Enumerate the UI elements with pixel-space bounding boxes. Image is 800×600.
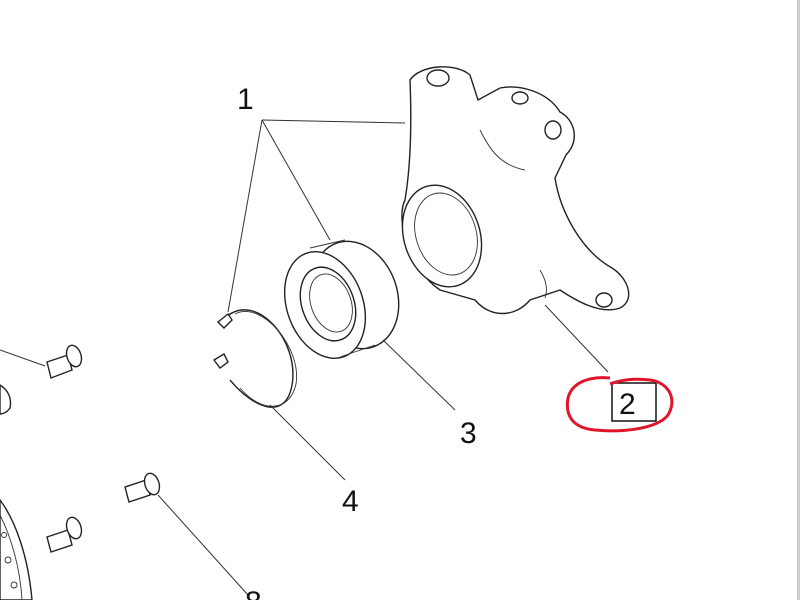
highlight-circle — [565, 376, 674, 433]
callout-4: 4 — [342, 485, 359, 518]
callout-2-box — [611, 382, 657, 422]
callout-3: 3 — [460, 417, 477, 450]
steering-knuckle-icon — [401, 66, 630, 315]
callout-1: 1 — [237, 83, 254, 116]
callout-8: 8 — [245, 586, 262, 600]
callout-2: 2 — [619, 388, 636, 421]
snap-ring-icon — [212, 309, 298, 408]
leader-lines — [157, 119, 609, 596]
bolt-3 — [46, 516, 83, 553]
bolt-2 — [124, 472, 161, 503]
right-edge-scrollbar — [797, 0, 800, 600]
wheel-bearing-icon — [283, 239, 400, 359]
bolt-1 — [46, 344, 83, 379]
brake-rotor-icon — [0, 349, 46, 600]
wheel-stud-icon — [46, 344, 161, 553]
